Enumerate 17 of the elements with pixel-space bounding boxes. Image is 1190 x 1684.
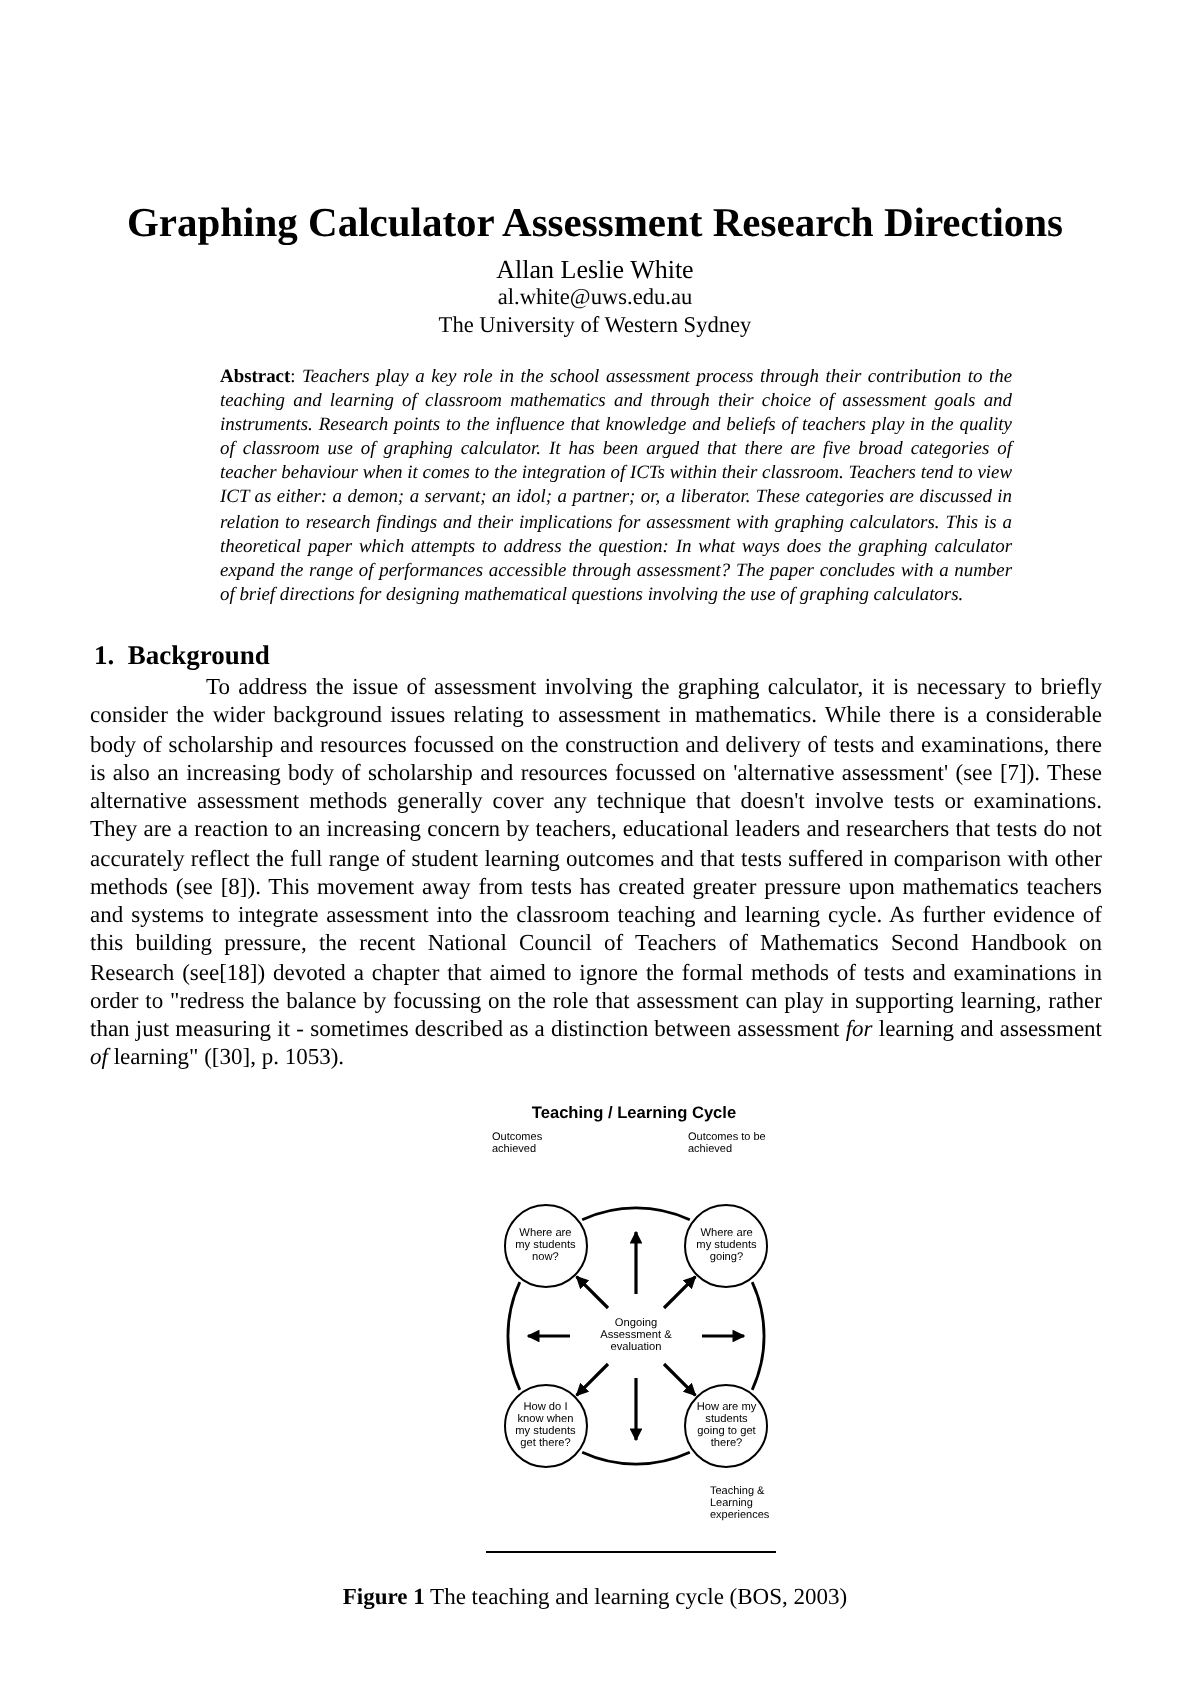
ring-arc xyxy=(750,1281,766,1391)
paper-title: Graphing Calculator Assessment Research Directions xyxy=(124,202,1066,248)
figure-title: Teaching / Learning Cycle xyxy=(529,1104,739,1122)
arrow xyxy=(575,1362,610,1397)
body-paragraph: To address the issue of assessment involving the graphing calculator, it is necessary to briefly consider the wider background issues relating to assessment in mathematics. While there is a considerable body of scholarship and resources focussed on the construction and delivery of tests and examinations, there is also an increasing body of scholarship and resources focussed on 'alternative assessment' (see [7]). These alternative assessment methods generally cover any technique that doesn't involve tests or examinations. They are a reaction to an increasing concern by teachers, educational leaders and researchers that tests do not accurately reflect the full range of student learning outcomes and that tests suffered in comparison with other methods (see [8]). This movement away from tests has created greater pressure upon mathematics teachers and systems to integrate assessment into the classroom teaching and learning cycle. As further evidence of this building pressure, the recent National Council of Teachers of Mathematics Second Handbook on Research (see[18]) devoted a chapter that aimed to ignore the formal methods of tests and examinations in order to "redress the balance by focussing on the role that assessment can play in supporting learning, rather than just measuring it - sometimes described as a distinction between assessment for learning and assessment of learning" ([30], p. 1053). xyxy=(90,674,1102,1073)
email-address: al.white@uws.edu.au xyxy=(495,286,695,310)
abstract-paragraph: Abstract: Teachers play a key role in the school assessment process through their contribution to the teaching and learning of classroom mathematics and through their choice of assessment goals and instruments. Research points to the influence that knowledge and beliefs of teachers play in the quality of classroom use of graphing calculator. It has been argued that there are five broad categories of teacher behaviour when it comes to the integration of ICTs within their classroom. Teachers tend to view ICT as either: a demon; a servant; an idol; a partner; or, a liberator. These categories are discussed in relation to research findings and their implications for assessment with graphing calculators. This is a theoretical paper which attempts to address the question: In what ways does the graphing calculator expand the range of performances accessible through assessment? The paper concludes with a number of brief directions for designing mathematical questions involving the use of graphing calculators. xyxy=(220,366,1012,608)
ring-arc xyxy=(581,1450,691,1466)
arrow xyxy=(575,1275,610,1310)
ring-arc xyxy=(581,1206,691,1222)
author-name: Allan Leslie White xyxy=(494,254,696,286)
arrow xyxy=(662,1275,697,1310)
section-heading: 1. Background xyxy=(94,640,270,672)
figure-caption: Figure 1 The teaching and learning cycle (BOS, 2003) xyxy=(340,1586,850,1610)
affiliation: The University of Western Sydney xyxy=(436,314,754,338)
arrow xyxy=(662,1362,697,1397)
ring-arc xyxy=(506,1281,522,1391)
